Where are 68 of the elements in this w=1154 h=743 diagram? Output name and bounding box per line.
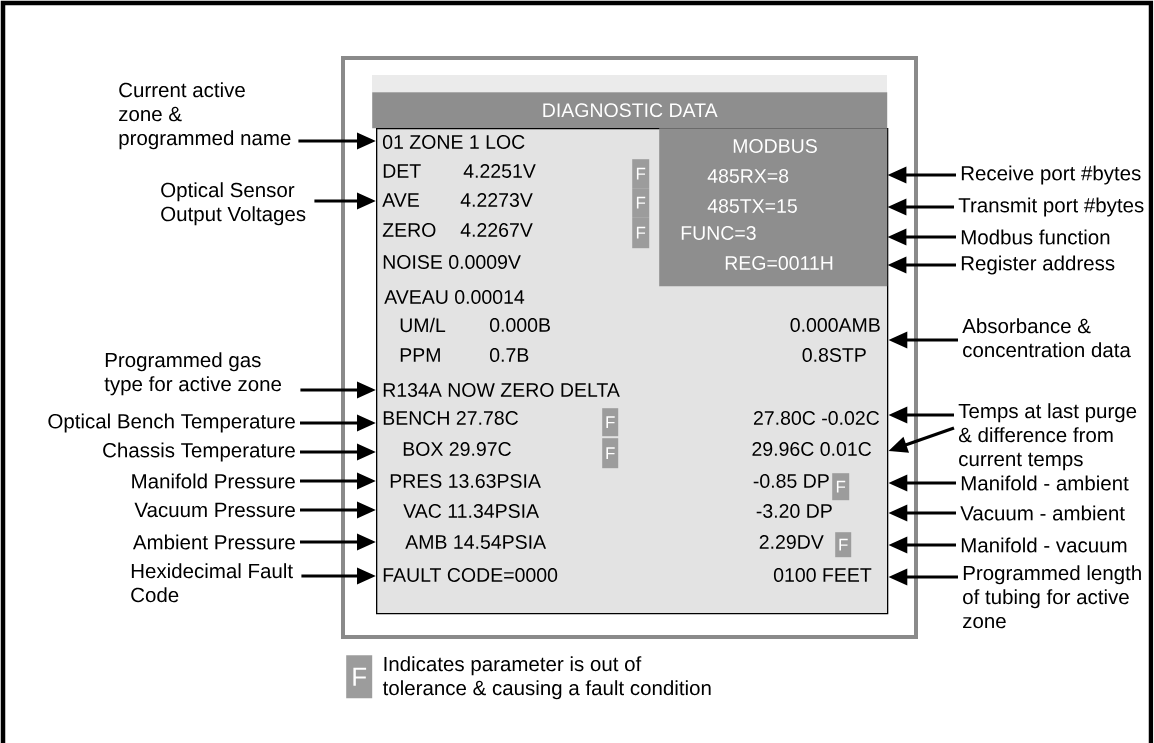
readout-text: -3.20 DP xyxy=(756,504,832,518)
callout-text: Absorbance & concentration data xyxy=(962,318,1131,358)
readout-text: PRES 13.63PSIA xyxy=(390,474,541,488)
fault-badge: F xyxy=(602,438,619,469)
callout-text: Manifold Pressure xyxy=(132,473,295,489)
callout-text: Chassis Temperature xyxy=(103,442,295,462)
callout-text: Optical Bench Temperature xyxy=(48,413,295,433)
callout-text: Temps at last purge & difference from current temps xyxy=(958,403,1137,471)
callout-text: Vacuum Pressure xyxy=(134,502,295,518)
readout-text: AVEAU 0.00014 xyxy=(384,290,525,304)
callout-text: Vacuum - ambient xyxy=(960,505,1125,521)
callout-text: Hexidecimal Fault Code xyxy=(131,563,293,603)
fault-badge: F xyxy=(632,217,650,249)
callout-text: Ambient Pressure xyxy=(132,534,295,550)
callout-text: Manifold - ambient xyxy=(961,475,1129,491)
callout-text: Modbus function xyxy=(961,229,1110,245)
readout-text: DET xyxy=(383,164,421,178)
panel-text: FUNC=3 xyxy=(681,226,756,240)
readout-text: 27.80C -0.02C xyxy=(753,411,879,425)
fault-badge: F xyxy=(632,159,650,189)
readout-text: 0100 FEET xyxy=(773,568,872,582)
readout-text: BOX 29.97C xyxy=(403,442,511,456)
panel-text: REG=0011H xyxy=(725,256,833,270)
readout-text: R134A NOW ZERO DELTA xyxy=(383,383,620,397)
node-label: F xyxy=(636,226,646,239)
fault-badge: F xyxy=(632,188,650,218)
readout-text: FAULT CODE=0000 xyxy=(383,568,558,582)
readout-text: AMB 14.54PSIA xyxy=(405,535,547,549)
fault-badge: F xyxy=(602,408,619,437)
legend-text: Indicates parameter is out of tolerance & causing a fault condition xyxy=(382,656,711,700)
fault-badge: F xyxy=(835,532,852,558)
callout-text: Register address xyxy=(961,255,1115,275)
readout-text: 0.000B xyxy=(490,318,550,332)
readout-text: UM/L xyxy=(400,317,446,333)
readout-text: 29.96C 0.01C xyxy=(752,442,871,456)
readout-text: PPM xyxy=(400,348,440,362)
callout-text: Transmit port #bytes xyxy=(958,197,1144,217)
callout-text: Optical Sensor Output Voltages xyxy=(161,182,306,226)
fault-badge: F xyxy=(832,473,850,501)
callout-text: Receive port #bytes xyxy=(961,165,1141,185)
readout-text: 0.7B xyxy=(490,348,529,362)
readout-text: 4.2273V xyxy=(460,193,533,207)
readout-text: BENCH 27.78C xyxy=(383,411,518,425)
screen-frame xyxy=(341,56,918,639)
node-label: F xyxy=(636,196,646,209)
readout-text: 01 ZONE 1 LOC xyxy=(383,135,525,149)
readout-text: NOISE 0.0009V xyxy=(383,255,521,269)
callout-text: Programmed gas type for active zone xyxy=(104,352,282,396)
readout-text: -0.85 DP xyxy=(753,474,829,488)
readout-text: 0.000AMB xyxy=(790,318,880,332)
callout-text: Programmed length of tubing for active zone xyxy=(963,565,1141,629)
panel-text: 485RX=8 xyxy=(707,169,789,183)
readout-text: 0.8STP xyxy=(802,348,866,362)
readout-text: ZERO xyxy=(382,223,436,237)
panel-text: 485TX=15 xyxy=(707,199,797,213)
panel-text: MODBUS xyxy=(733,139,817,153)
node-label: F xyxy=(606,447,615,460)
callout-text: Manifold - vacuum xyxy=(961,537,1127,553)
node-label: F xyxy=(606,416,615,429)
header-bar: DIAGNOSTIC DATA xyxy=(372,92,888,129)
callout-text: Current active zone & programmed name xyxy=(119,82,291,150)
readout-text: 4.2267V xyxy=(460,223,533,237)
fault-badge: F xyxy=(346,655,373,699)
readout-text: 4.2251V xyxy=(463,164,536,178)
readout-text: VAC 11.34PSIA xyxy=(403,504,540,518)
node-label: F xyxy=(636,167,646,180)
readout-text: 2.29DV xyxy=(759,535,824,549)
readout-text: AVE xyxy=(382,193,419,207)
